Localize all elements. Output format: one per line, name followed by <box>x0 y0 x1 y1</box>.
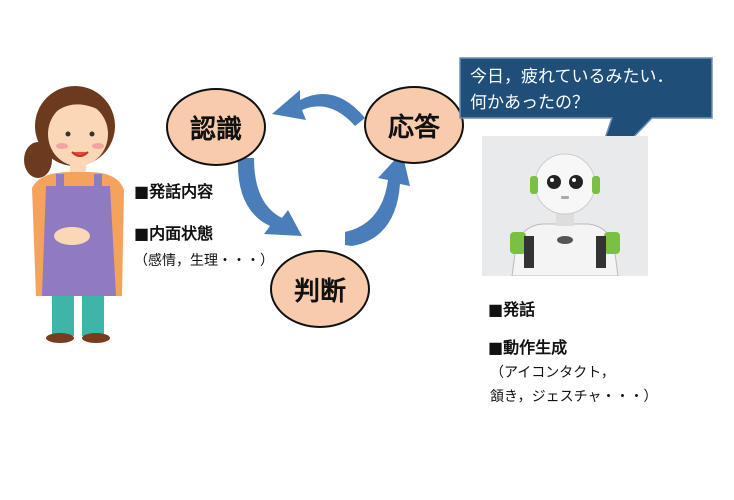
human-item-utterance: ■発話内容 <box>134 182 214 201</box>
speech-bubble-text: 今日，疲れているみたい． 何かあったの？ <box>470 64 710 116</box>
arrow-judgment-to-response <box>345 152 410 246</box>
speech-line-2: 何かあったの？ <box>470 93 589 113</box>
woman-illustration <box>24 86 124 343</box>
arrow-recognition-to-judgment <box>237 158 302 236</box>
robot-detail-line-1: （アイコンタクト， <box>490 365 615 381</box>
human-item-internal-state: ■内面状態 <box>134 224 214 243</box>
robot-photo <box>482 136 648 276</box>
arrow-response-to-recognition <box>272 90 365 126</box>
speech-line-1: 今日，疲れているみたい． <box>470 67 674 87</box>
node-response: 応答 <box>364 86 464 164</box>
node-recognition: 認識 <box>166 88 266 166</box>
robot-item-motion: ■動作生成 <box>488 338 568 357</box>
human-item-detail: （感情，生理・・・） <box>134 253 274 269</box>
robot-item-speech: ■発話 <box>488 300 536 319</box>
node-judgment: 判断 <box>270 250 370 328</box>
robot-detail-line-2: 頷き，ジェスチャ・・・） <box>490 389 658 405</box>
